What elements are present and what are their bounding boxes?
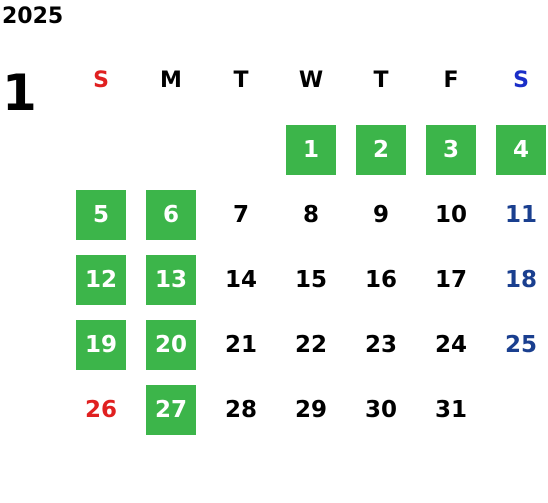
weekday-tuesday: T [233, 68, 249, 93]
calendar-day: 18 [504, 267, 537, 293]
calendar-day: 9 [372, 202, 389, 228]
weekday-thursday: T [373, 68, 389, 93]
calendar-day: 29 [294, 397, 327, 423]
calendar-day: 19 [76, 320, 126, 370]
calendar-day: 16 [364, 267, 397, 293]
calendar-day: 31 [434, 397, 467, 423]
weekday-friday: F [443, 68, 459, 93]
calendar-day: 12 [76, 255, 126, 305]
weekday-sunday: S [93, 68, 109, 93]
calendar-day: 30 [364, 397, 397, 423]
calendar-day: 13 [146, 255, 196, 305]
calendar-day: 17 [434, 267, 467, 293]
calendar-day: 6 [146, 190, 196, 240]
weekday-saturday: S [513, 68, 529, 93]
calendar-day: 15 [294, 267, 327, 293]
calendar-day: 23 [364, 332, 397, 358]
weekday-wednesday: W [298, 68, 324, 93]
calendar-day: 28 [224, 397, 257, 423]
calendar-day: 21 [224, 332, 257, 358]
calendar-day: 24 [434, 332, 467, 358]
month-number: 1 [2, 64, 37, 122]
calendar-day: 5 [76, 190, 126, 240]
weekday-monday: M [160, 68, 182, 93]
calendar-day: 3 [426, 125, 476, 175]
calendar-day: 8 [302, 202, 319, 228]
year-label: 2025 [2, 4, 64, 29]
calendar-day: 22 [294, 332, 327, 358]
calendar-day: 26 [84, 397, 117, 423]
calendar-day: 20 [146, 320, 196, 370]
calendar-day: 25 [504, 332, 537, 358]
calendar-day: 27 [146, 385, 196, 435]
calendar-day: 14 [224, 267, 257, 293]
calendar-day: 7 [232, 202, 249, 228]
calendar-day: 10 [434, 202, 467, 228]
calendar-day: 4 [496, 125, 546, 175]
calendar-day: 11 [504, 202, 537, 228]
calendar-day: 2 [356, 125, 406, 175]
calendar-day: 1 [286, 125, 336, 175]
